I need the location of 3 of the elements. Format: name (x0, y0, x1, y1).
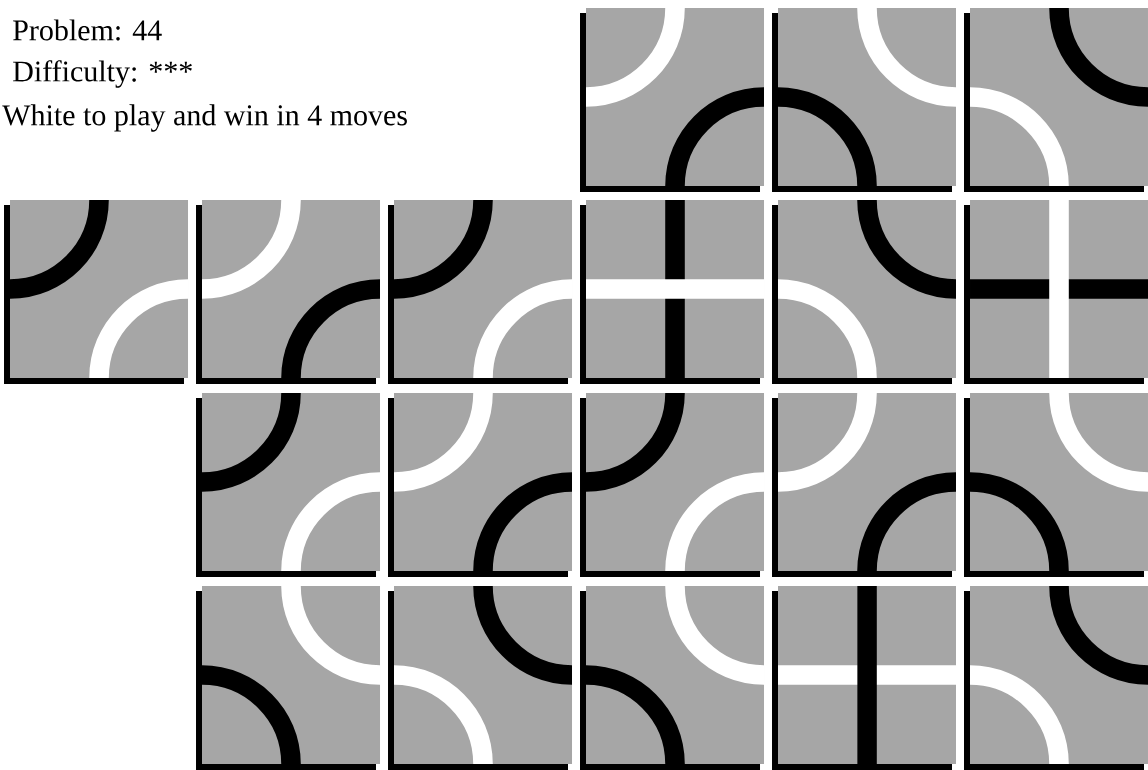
caption-text: Difficulty: *** (13, 60, 192, 88)
caption-text: White to play and win in 4 moves (2, 104, 407, 132)
caption-text: Problem: 44 (13, 19, 162, 41)
